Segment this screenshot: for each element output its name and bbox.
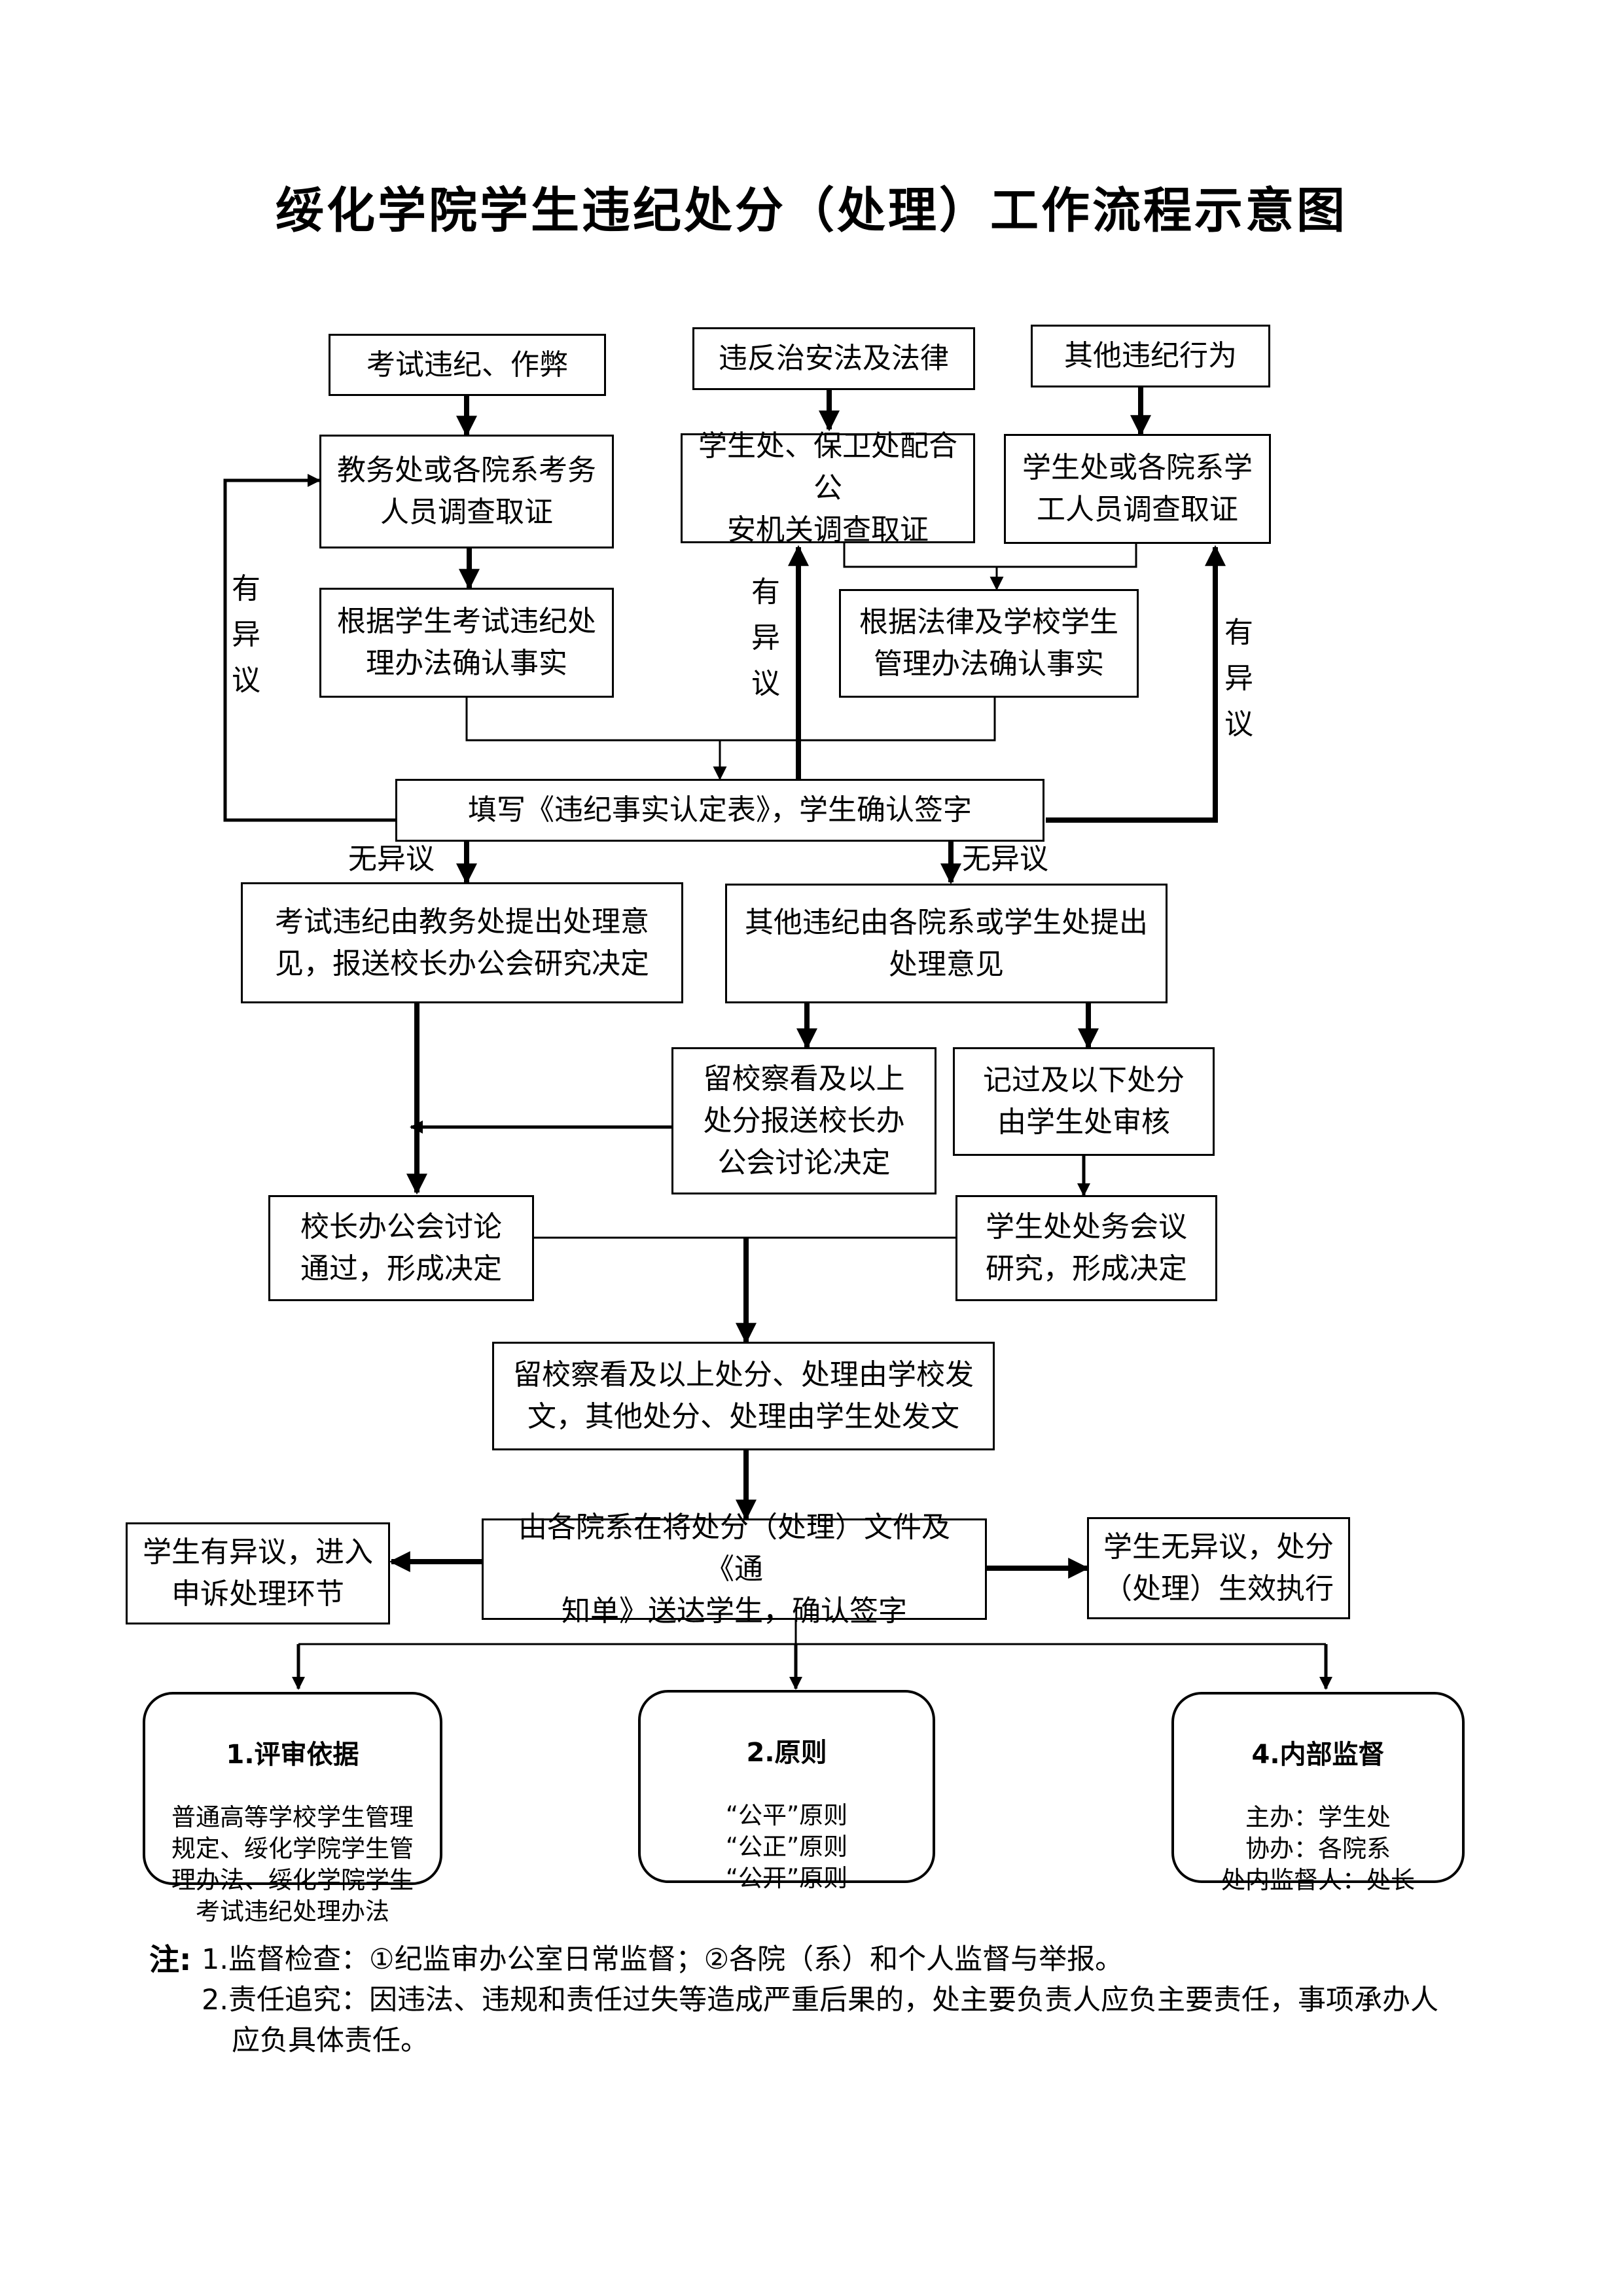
info-principles-text: “公平”原则 “公正”原则 “公开”原则	[725, 1801, 848, 1892]
node-other-opinion: 其他违纪由各院系或学生处提出 处理意见	[725, 884, 1168, 1003]
node-probation-up: 留校察看及以上 处分报送校长办 公会讨论决定	[671, 1047, 936, 1194]
node-exam-confirm: 根据学生考试违纪处 理办法确认事实	[319, 588, 614, 698]
node-fill-form: 填写《违纪事实认定表》，学生确认签字	[395, 779, 1044, 842]
info-box-principles: 2.原则 “公平”原则 “公正”原则 “公开”原则	[638, 1690, 935, 1892]
label-objection-middle: 有 异 议	[751, 575, 780, 700]
arrow-objection-left	[223, 474, 397, 822]
info-basis-text: 普通高等学校学生管理 规定、绥化学院学生管 理办法、绥化学院学生 考试违纪处理办…	[171, 1803, 414, 1926]
node-deliver: 由各院系在将处分（处理）文件及《通 知单》送达学生，确认签字	[482, 1511, 987, 1628]
node-other-violation: 其他违纪行为	[1031, 325, 1270, 387]
label-objection-right: 有 异 议	[1224, 616, 1253, 741]
notes-heading: 注:	[149, 1942, 192, 1977]
node-exam-cheat: 考试违纪、作弊	[329, 334, 606, 396]
info-box-supervision: 4.内部监督 主办：学生处 协办：各院系 处内监督人：处长	[1171, 1692, 1465, 1894]
node-demerit-down: 记过及以下处分 由学生处审核	[953, 1047, 1215, 1156]
notes-line-1: 1.监督检查：①纪监审办公室日常监督；②各院（系）和个人监督与举报。	[202, 1943, 1124, 1976]
label-objection-left: 有 异 议	[232, 572, 260, 697]
node-student-investigate: 学生处或各院系学 工人员调查取证	[1004, 434, 1271, 544]
info-basis-heading: 1.评审依据	[226, 1740, 359, 1770]
node-student-affairs-meeting: 学生处处务会议 研究，形成决定	[955, 1195, 1217, 1301]
label-no-objection-left: 无异议	[348, 842, 435, 876]
node-law-confirm: 根据法律及学校学生 管理办法确认事实	[839, 589, 1139, 698]
info-box-basis: 1.评审依据 普通高等学校学生管理 规定、绥化学院学生管 理办法、绥化学院学生 …	[143, 1692, 442, 1926]
page-title: 绥化学院学生违纪处分（处理）工作流程示意图	[276, 183, 1347, 239]
node-effective: 学生无异议，处分 （处理）生效执行	[1087, 1517, 1350, 1619]
node-exam-opinion: 考试违纪由教务处提出处理意 见，报送校长办公会研究决定	[241, 882, 683, 1003]
info-supervision-text: 主办：学生处 协办：各院系 处内监督人：处长	[1221, 1803, 1415, 1894]
info-principles-heading: 2.原则	[746, 1738, 827, 1768]
line-merge-investigations	[843, 543, 1137, 568]
node-issue-document: 留校察看及以上处分、处理由学校发 文，其他处分、处理由学生处发文	[492, 1342, 995, 1450]
node-academic-investigate: 教务处或各院系考务 人员调查取证	[319, 435, 614, 548]
line-examconfirm-down	[465, 698, 996, 742]
notes-line-3: 应负具体责任。	[232, 2024, 429, 2057]
info-supervision-heading: 4.内部监督	[1251, 1740, 1385, 1770]
label-no-objection-right: 无异议	[962, 842, 1048, 876]
node-appeal: 学生有异议，进入 申诉处理环节	[126, 1522, 390, 1624]
node-security-investigate: 学生处、保卫处配合公 安机关调查取证	[681, 429, 975, 547]
arrow-objection-right	[1046, 545, 1226, 823]
node-violate-law: 违反治安法及法律	[692, 327, 975, 390]
notes-line-2: 2.责任追究：因违法、违规和责任过失等造成严重后果的，处主要负责人应负主要责任，…	[202, 1984, 1439, 2017]
node-president-meeting: 校长办公会讨论 通过，形成决定	[268, 1195, 534, 1301]
